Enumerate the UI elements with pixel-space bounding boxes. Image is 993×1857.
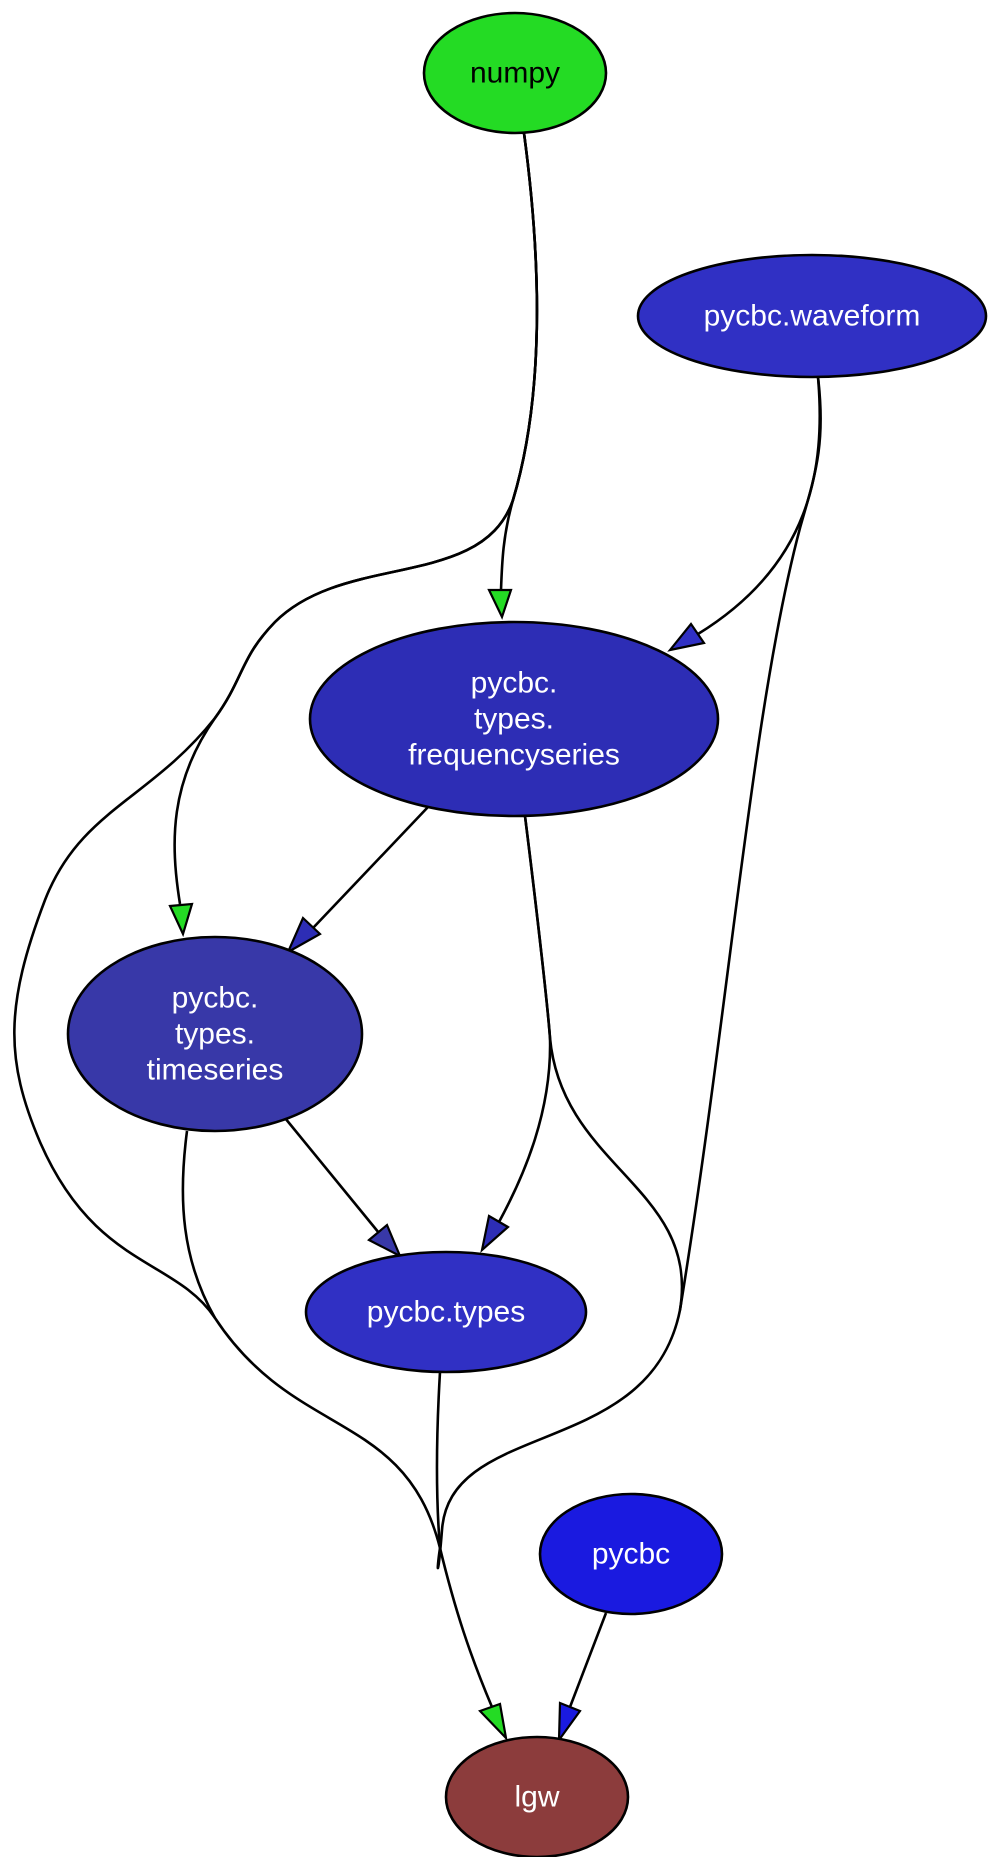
node-shape [444, 1735, 630, 1857]
edge-pycbc-types-to-lgw [435, 1371, 442, 1549]
node-label: lgw [514, 1781, 559, 1814]
edge-pycbc-to-lgw [557, 1612, 608, 1744]
edge-pycbc-types-timeseries-to-lgw [181, 1130, 217, 1319]
edge-pycbc-waveform-to-lgw [436, 376, 822, 1570]
arrowhead [487, 588, 513, 620]
node-label: timeseries [147, 1054, 284, 1087]
arrowhead [367, 1223, 403, 1259]
arrowhead [478, 1702, 508, 1742]
edge-line [436, 376, 822, 1570]
edge-line [497, 815, 552, 1223]
edge-line [568, 1612, 608, 1708]
node-label: pycbc. [471, 667, 558, 700]
node-pycbc-types[interactable]: pycbc.types [304, 1250, 588, 1374]
node-label: pycbc [592, 1538, 670, 1571]
node-shape [422, 11, 608, 135]
edge-numpy-to-lgw [13, 132, 539, 1742]
edge-line [523, 815, 684, 1311]
nodes-layer: numpypycbc.waveformpycbc.types.frequency… [66, 11, 988, 1857]
edge-numpy-to-pycbc-types-frequencyseries [487, 132, 539, 620]
edge-line [312, 806, 429, 929]
node-label: frequencyseries [408, 739, 620, 772]
arrowhead [557, 1701, 582, 1744]
arrowhead [285, 916, 322, 955]
node-label: numpy [470, 57, 560, 90]
node-label: pycbc. [172, 982, 259, 1015]
node-shape [636, 253, 988, 379]
edge-pycbc-waveform-to-pycbc-types-frequencyseries [667, 376, 821, 652]
edge-pycbc-types-frequencyseries-to-pycbc-types [480, 815, 552, 1254]
edge-pycbc-types-frequencyseries-to-lgw [523, 815, 684, 1311]
arrowhead [168, 902, 194, 938]
edge-line [435, 1371, 442, 1549]
node-shape [66, 935, 364, 1133]
node-shape [308, 620, 720, 818]
node-label: pycbc.waveform [704, 300, 921, 333]
arrowhead [667, 622, 706, 652]
edges-layer [13, 132, 822, 1744]
node-label: types. [175, 1018, 255, 1051]
edge-line [181, 1130, 217, 1319]
edge-line [283, 1117, 381, 1234]
edge-pycbc-types-frequencyseries-to-pycbc-types-timeseries [285, 806, 429, 955]
edge-line [697, 376, 821, 636]
node-label: pycbc.types [367, 1296, 525, 1329]
node-shape [304, 1250, 588, 1374]
node-numpy[interactable]: numpy [422, 11, 608, 135]
node-label: types. [474, 703, 554, 736]
node-pycbc-types-frequencyseries[interactable]: pycbc.types.frequencyseries [308, 620, 720, 818]
node-pycbc-waveform[interactable]: pycbc.waveform [636, 253, 988, 379]
edge-pycbc-types-timeseries-to-pycbc-types [283, 1117, 403, 1259]
edge-line [13, 132, 539, 1708]
node-pycbc[interactable]: pycbc [538, 1492, 724, 1616]
node-lgw[interactable]: lgw [444, 1735, 630, 1857]
node-shape [538, 1492, 724, 1616]
node-pycbc-types-timeseries[interactable]: pycbc.types.timeseries [66, 935, 364, 1133]
arrowhead [480, 1214, 510, 1254]
